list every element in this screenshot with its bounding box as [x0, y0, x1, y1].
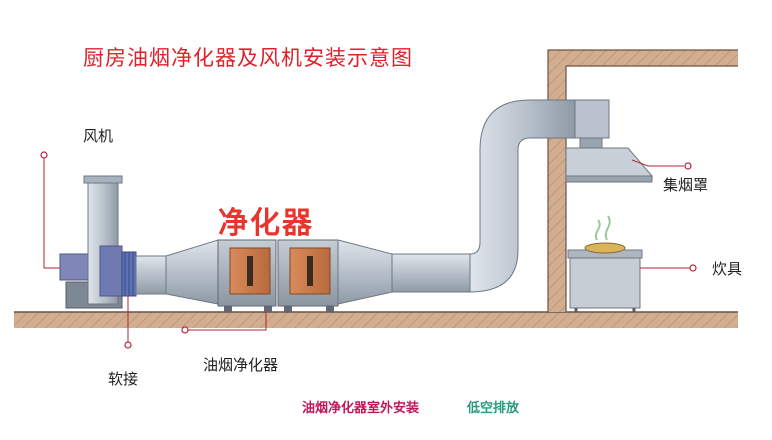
- leader-line-hood: [631, 159, 692, 170]
- leader-line-fan: [40, 151, 60, 269]
- exhaust-duct: [337, 99, 610, 305]
- caption-install: 油烟净化器室外安装: [302, 401, 420, 416]
- leader-line-soft-joint: [124, 296, 132, 349]
- inlet-duct: [135, 239, 219, 305]
- hood-label: 集烟罩: [663, 176, 709, 194]
- stove-label: 炊具: [712, 260, 743, 278]
- ground-floor: [14, 311, 738, 328]
- fan-label: 风机: [83, 127, 114, 145]
- caption-exhaust: 低空排放: [467, 401, 520, 416]
- fan-unit: [59, 175, 123, 309]
- purifier-highlight-label: 净化器: [218, 206, 314, 241]
- leader-line-purifier: [181, 312, 267, 334]
- purifier-label: 油烟净化器: [203, 356, 279, 374]
- soft-joint-label: 软接: [108, 370, 139, 388]
- purifier-unit-2: [277, 239, 339, 312]
- stove-unit: [567, 215, 643, 312]
- diagram-title: 厨房油烟净化器及风机安装示意图: [83, 46, 413, 70]
- smoke-hood: [565, 147, 654, 183]
- leader-line-stove: [640, 264, 697, 272]
- purifier-unit-1: [217, 239, 277, 312]
- soft-joint: [121, 251, 137, 297]
